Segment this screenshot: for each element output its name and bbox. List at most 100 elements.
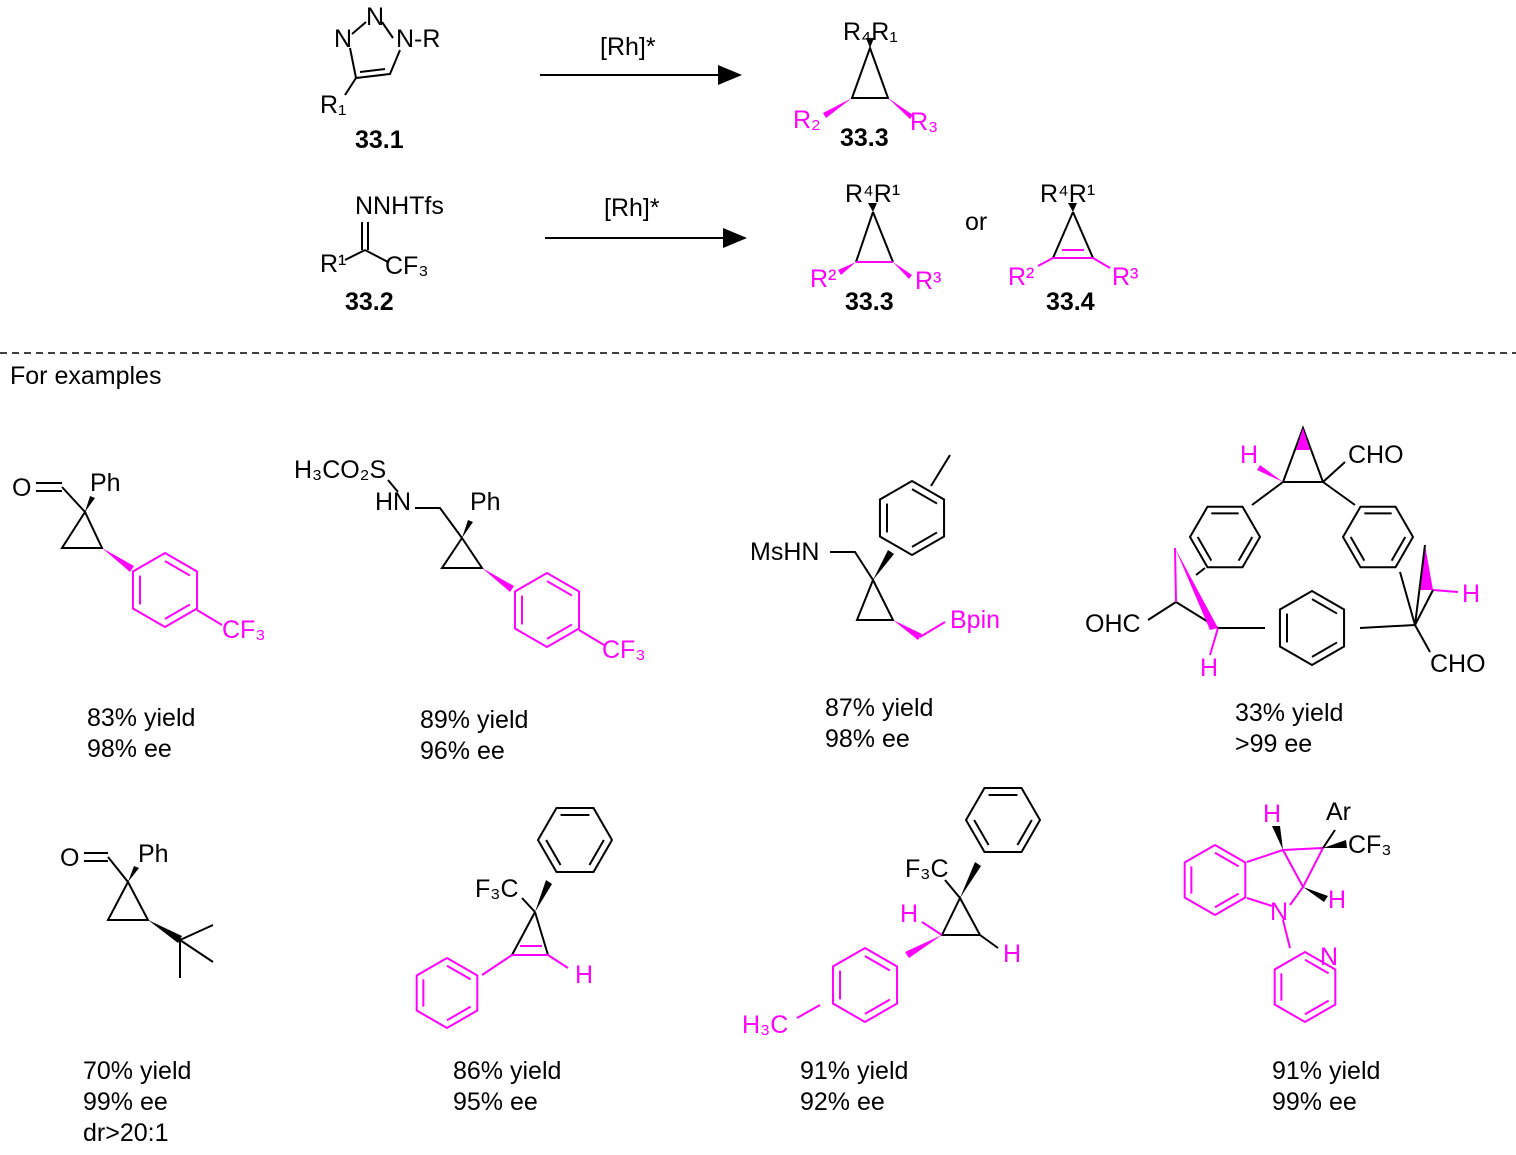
example-8: H Ar CF₃ H N N 91% yield 99% ee: [1246, 798, 1392, 1116]
ring-double-bond: [1214, 892, 1240, 909]
aromatic-ring: [1188, 505, 1262, 569]
compound-33-3: R₄R₁ R₂ R₃ 33.3: [793, 18, 938, 152]
ring-double-bond: [1311, 598, 1338, 615]
aromatic-ring: [415, 956, 479, 1030]
ee-text: 98% ee: [825, 725, 910, 753]
ring-double-bond: [1237, 536, 1254, 562]
aromatic-ring: [1278, 589, 1346, 667]
ring-double-bond: [446, 1005, 472, 1022]
yield-text: 86% yield: [453, 1057, 561, 1085]
aromatic-ring: [1183, 843, 1247, 917]
atom-ar: Ar: [1326, 798, 1351, 826]
atom-cf3: CF₃: [222, 616, 266, 644]
yield-text: 91% yield: [1272, 1057, 1380, 1085]
ring-double-bond: [864, 955, 891, 972]
atom-n-r: N-R: [396, 25, 440, 53]
yield-text: 33% yield: [1235, 699, 1343, 727]
ring-double-bond: [545, 839, 562, 866]
yield-text: 87% yield: [825, 694, 933, 722]
reagent-label: [Rh]*: [600, 33, 656, 61]
atom-mshn: MsHN: [750, 538, 819, 566]
atom-o: O: [60, 844, 79, 872]
ee-text: >99 ee: [1235, 730, 1312, 758]
atom-h: H: [900, 900, 918, 928]
ring-double-bond: [546, 623, 573, 640]
compound-label: 33.2: [345, 288, 394, 316]
aromatic-ring: [536, 806, 614, 874]
atom-n: N: [366, 3, 384, 31]
example-1: O Ph CF₃ 83% yield 98% ee: [12, 469, 266, 763]
ring-double-bond: [1390, 536, 1407, 562]
atom-ph: Ph: [90, 469, 121, 497]
dr-text: dr>20:1: [83, 1119, 169, 1147]
atom-h: H: [1240, 441, 1258, 469]
example-2: H₃CO₂S HN Ph CF₃ 89% yield 96% ee: [294, 456, 646, 765]
ring-double-bond: [973, 819, 990, 846]
atom-n: N: [334, 25, 352, 53]
atom-cho: CHO: [1430, 650, 1486, 678]
yield-text: 83% yield: [87, 704, 195, 732]
substituent-r3: R³: [915, 267, 941, 295]
substituent-r2: R²: [1008, 263, 1034, 291]
atom-h3co2s: H₃CO₂S: [294, 456, 386, 484]
ee-text: 92% ee: [800, 1088, 885, 1116]
example-6: F₃C H 86% yield 95% ee: [453, 875, 593, 1116]
aromatic-ring: [878, 479, 946, 557]
atom-r1: R¹: [320, 250, 346, 278]
ee-text: 95% ee: [453, 1088, 538, 1116]
compound-33-3: R⁴R¹ R² R³ 33.3: [810, 180, 941, 316]
atom-h: H: [1200, 654, 1218, 682]
substituent-r2: R²: [810, 265, 836, 293]
atom-f3c: F₃C: [475, 875, 519, 903]
atom-o: O: [12, 474, 31, 502]
substituents-r4-r1: R⁴R¹: [1040, 180, 1095, 208]
aromatic-ring: [1273, 950, 1337, 1024]
atom-h: H: [1263, 800, 1281, 828]
atom-cf3: CF₃: [1348, 831, 1392, 859]
ring-double-bond: [1214, 851, 1240, 868]
ring-double-bond: [546, 580, 573, 597]
aromatic-ring: [964, 786, 1042, 854]
ring-double-bond: [1016, 819, 1033, 846]
ring-double-bond: [911, 531, 938, 548]
yield-text: 89% yield: [420, 706, 528, 734]
atom-r1: R₁: [320, 91, 347, 119]
aromatic-ring: [131, 551, 199, 629]
atom-hn: HN: [375, 488, 411, 516]
ring-double-bond: [911, 488, 938, 505]
yield-text: 91% yield: [800, 1057, 908, 1085]
substituent-r3: R₃: [910, 108, 938, 136]
atom-n: N: [1270, 898, 1288, 926]
ring-double-bond: [1196, 536, 1213, 562]
or-text: or: [965, 208, 987, 236]
atom-h: H: [1003, 940, 1021, 968]
ee-text: 98% ee: [87, 735, 172, 763]
ring-double-bond: [1304, 958, 1330, 975]
compound-33-1: N N N-R R₁ 33.1: [320, 3, 440, 154]
ee-text: 96% ee: [420, 737, 505, 765]
example-7: F₃C H H H₃C 91% yield 92% ee: [742, 855, 1021, 1116]
compound-33-2: NNHTfs R¹ CF₃ 33.2: [320, 192, 444, 316]
atom-n-pyridine: N: [1320, 943, 1338, 971]
substituent-r3: R³: [1112, 263, 1138, 291]
ring-double-bond: [1304, 999, 1330, 1016]
examples-title: For examples: [10, 362, 161, 390]
atom-cho: CHO: [1348, 441, 1404, 469]
atom-h: H: [1328, 886, 1346, 914]
compound-label: 33.1: [355, 126, 404, 154]
atom-h3c: H₃C: [742, 1011, 788, 1039]
ring-double-bond: [1311, 641, 1338, 658]
ring-double-bond: [864, 998, 891, 1015]
compound-label: 33.3: [845, 288, 894, 316]
substituents-r4-r1: R⁴R¹: [845, 180, 900, 208]
aromatic-ring: [513, 571, 581, 649]
atom-f3c: F₃C: [905, 855, 949, 883]
atom-cf3: CF₃: [385, 252, 429, 280]
ee-text: 99% ee: [83, 1088, 168, 1116]
ring-double-bond: [1349, 536, 1366, 562]
reagent-label: [Rh]*: [604, 194, 660, 222]
atom-bpin: Bpin: [950, 606, 1000, 634]
compound-33-4: R⁴R¹ R² R³ 33.4: [1008, 180, 1138, 316]
example-4: H CHO OHC H H CHO 33% yield >99 ee: [1085, 425, 1486, 758]
